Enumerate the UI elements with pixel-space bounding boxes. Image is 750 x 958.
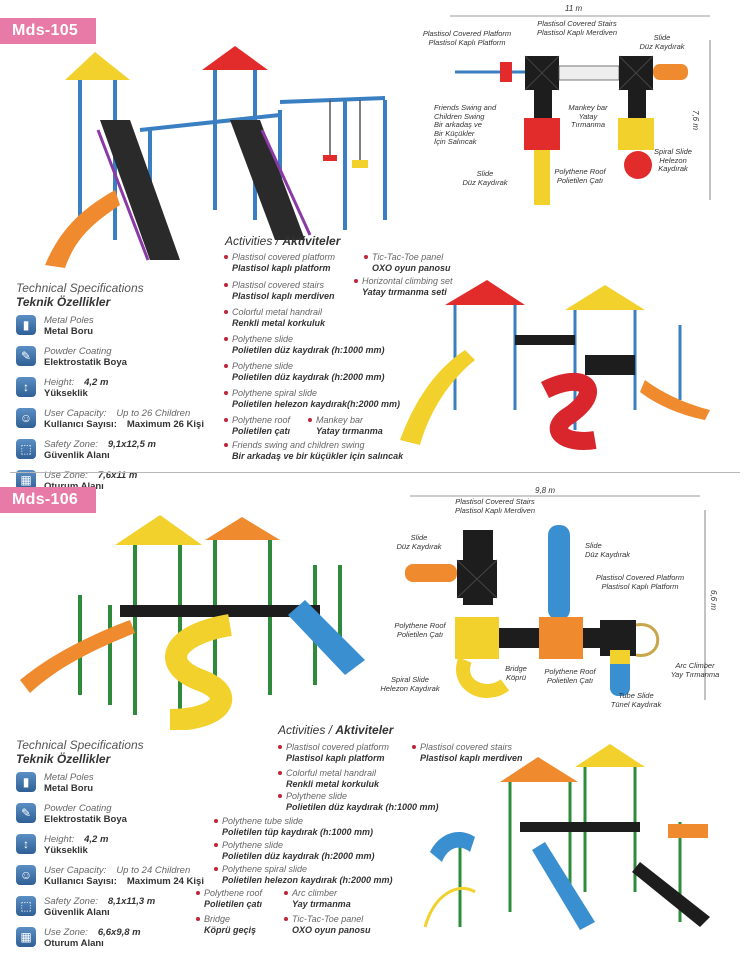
playground-illustration-alt [423, 744, 710, 930]
product-section-mds-106: Mds-106 9,8 m 6,6 m Plastisol Co [0, 480, 750, 950]
plan-label-tube-slide: Tube Slide Tünel Kaydırak [610, 691, 662, 709]
pole-icon: ▮ [16, 315, 36, 335]
plan-label-monkey-bar: Mankey bar Yatay Tırmanma [568, 103, 608, 129]
plan-view-diagram [450, 15, 711, 205]
plan-width-dimension: 11 m [565, 4, 583, 13]
spec-title-tr: Teknik Özellikler [16, 295, 111, 309]
playground-illustration-main [20, 515, 365, 730]
plan-label-roof-left: Polythene Roof Polietilen Çatı [394, 621, 446, 639]
spec-title-en: Technical Specifications [16, 281, 144, 295]
plan-label-covered-stairs: Plastisol Covered Stairs Plastisol Kaplı… [454, 497, 536, 515]
plan-label-swing: Friends Swing and Children Swing Bir ark… [434, 103, 497, 146]
plan-label-covered-stairs: Plastisol Covered Stairs Plastisol Kaplı… [536, 19, 618, 37]
plan-height-dimension: 7,6 m [691, 110, 700, 131]
plan-view-diagram [405, 495, 706, 700]
section-divider [10, 472, 740, 473]
technical-specifications: Technical Specifications Teknik Özellikl… [16, 738, 226, 958]
height-icon: ↕ [16, 377, 36, 397]
product-section-mds-105: Mds-105 11 m [0, 0, 750, 492]
spec-title-en: Technical Specifications [16, 738, 144, 752]
plan-label-arc-climber: Arc Climber Yay Tırmanma [670, 661, 720, 679]
users-icon: ☺ [16, 408, 36, 428]
safety-icon: ⬚ [16, 896, 36, 916]
paint-icon: ✎ [16, 803, 36, 823]
zone-icon: ▦ [16, 927, 36, 947]
technical-specifications: Technical Specifications Teknik Özellikl… [16, 281, 226, 501]
plan-label-spiral-slide: Spiral Slide Helezon Kaydırak [654, 147, 692, 173]
plan-width-dimension: 9,8 m [535, 486, 556, 495]
plan-label-slide: Slide Düz Kaydırak [639, 33, 685, 51]
plan-height-dimension: 6,6 m [709, 590, 718, 611]
spec-title-tr: Teknik Özellikler [16, 752, 111, 766]
height-icon: ↕ [16, 834, 36, 854]
plan-label-slide-left: Slide Düz Kaydırak [396, 533, 442, 551]
zone-icon: ▦ [16, 470, 36, 490]
activities-title: Activities / Aktiviteler [225, 234, 341, 248]
safety-icon: ⬚ [16, 439, 36, 459]
plan-label-covered-platform: Plastisol Covered Platform Plastisol Kap… [422, 29, 512, 47]
model-tag: Mds-105 [0, 18, 96, 44]
pole-icon: ▮ [16, 772, 36, 792]
plan-label-bridge: Bridge Köprü [505, 664, 527, 682]
plan-label-covered-platform: Plastisol Covered Platform Plastisol Kap… [595, 573, 685, 591]
plan-label-slide-2: Slide Düz Kaydırak [462, 169, 508, 187]
plan-label-roof-right: Polythene Roof Polietilen Çatı [544, 667, 596, 685]
activities-title: Activities / Aktiviteler [278, 723, 394, 737]
users-icon: ☺ [16, 865, 36, 885]
playground-illustration-main [45, 46, 387, 268]
paint-icon: ✎ [16, 346, 36, 366]
plan-label-slide-right: Slide Düz Kaydırak [585, 541, 631, 559]
plan-label-spiral-slide: Spiral Slide Helezon Kaydırak [380, 675, 440, 693]
plan-label-roof: Polythene Roof Polietilen Çatı [554, 167, 606, 185]
playground-illustration-alt [400, 280, 710, 450]
model-tag: Mds-106 [0, 487, 96, 513]
